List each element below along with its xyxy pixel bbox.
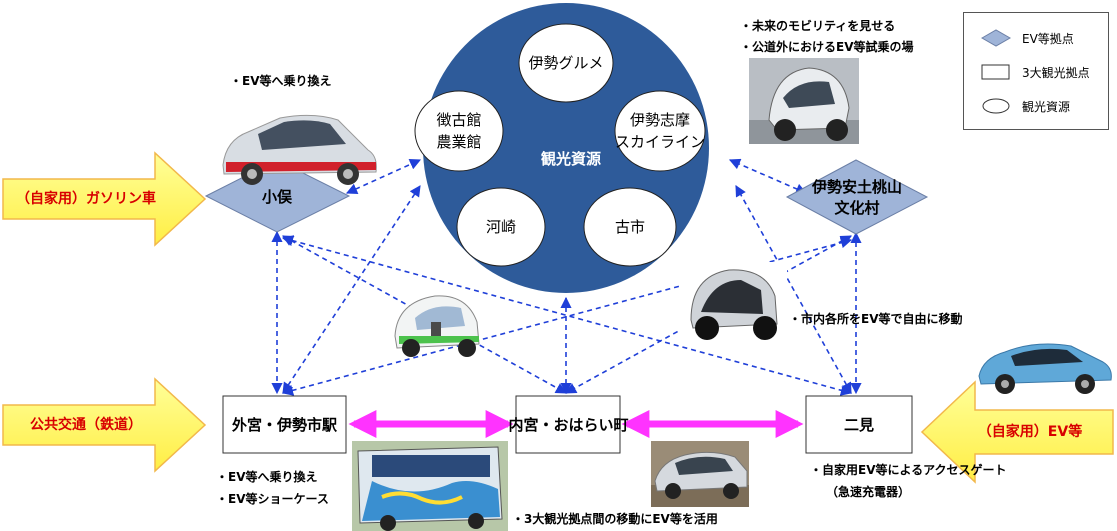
note-geku-showcase: ・EV等ショーケース — [216, 492, 329, 506]
rectangle-symbol-icon — [981, 64, 1010, 80]
legend-label: 3大観光拠点 — [1022, 66, 1090, 80]
resource-kawasaki-label: 河崎 — [485, 218, 516, 236]
arrow-public-label: 公共交通（鉄道） — [30, 416, 142, 433]
note-futami-charger: （急速充電器） — [826, 485, 911, 499]
node-bunkamura: 伊勢安土桃山 文化村 — [790, 176, 924, 220]
arrow-gasoline-label: （自家用）ガソリン車 — [16, 190, 156, 207]
node-bunkamura-line2: 文化村 — [834, 199, 880, 217]
resource-furuichi: 古市 — [584, 207, 676, 247]
node-bunkamura-line1: 伊勢安土桃山 — [811, 178, 902, 196]
node-naiku-label: 内宮・おはらい町 — [508, 415, 629, 434]
resource-ellipse-skyline — [614, 90, 706, 172]
resource-ellipse-choukokan — [414, 90, 504, 172]
car-image-coms — [394, 295, 480, 357]
car-image-leaf — [978, 343, 1112, 394]
resource-kawasaki: 河崎 — [457, 207, 545, 247]
resource-choukokan-line1: 徴古館 — [436, 111, 482, 129]
resource-furuichi-label: 古市 — [614, 218, 645, 236]
resource-skyline-line2: スカイライン — [614, 133, 705, 151]
hub-naiku-box — [515, 395, 621, 454]
legend-item-main-hub: 3大観光拠点 — [964, 60, 1110, 86]
resource-gourmet-label: 伊勢グルメ — [528, 54, 604, 72]
legend-label: EV等拠点 — [1022, 32, 1074, 46]
note-hubs-move: ・3大観光拠点間の移動にEV等を活用 — [512, 512, 718, 526]
node-geku-label: 外宮・伊勢市駅 — [231, 415, 337, 434]
note-city-move: ・市内各所をEV等で自由に移動 — [789, 312, 963, 326]
legend: EV等拠点 3大観光拠点 観光資源 — [963, 12, 1109, 130]
legend-label: 観光資源 — [1022, 100, 1071, 114]
arrow-gasoline — [2, 151, 207, 247]
resource-gourmet: 伊勢グルメ — [519, 43, 613, 83]
car-image-mitsubishi — [222, 114, 377, 185]
ev-hub-bunkamura-diamond — [785, 159, 929, 235]
hub-futami-box — [805, 395, 913, 454]
diamond-symbol-icon — [981, 29, 1011, 47]
note-geku-transfer: ・EV等へ乗り換え — [216, 470, 318, 484]
resource-skyline: 伊勢志摩 スカイライン — [612, 108, 708, 154]
car-image-bus — [352, 441, 508, 531]
hub-geku-box — [222, 395, 347, 454]
note-obata-transfer: ・EV等へ乗り換え — [230, 74, 332, 88]
arrow-ev-private — [920, 380, 1114, 484]
note-offroad-trial: ・公道外におけるEV等試乗の場 — [740, 40, 914, 54]
resource-choukokan: 徴古館 農業館 — [415, 108, 503, 154]
arrow-ev-private-label: （自家用）EV等 — [977, 423, 1083, 440]
node-futami-label: 二見 — [843, 415, 874, 434]
car-image-prius — [651, 441, 749, 507]
resource-skyline-line1: 伊勢志摩 — [629, 111, 690, 129]
legend-item-ev-hub: EV等拠点 — [964, 26, 1110, 52]
ellipse-symbol-icon — [982, 98, 1010, 114]
car-image-newmobility — [679, 262, 787, 344]
note-future-mobility: ・未来のモビリティを見せる — [740, 19, 896, 33]
resource-choukokan-line2: 農業館 — [436, 133, 482, 151]
car-image-iroad — [749, 58, 859, 144]
legend-item-resource: 観光資源 — [964, 94, 1110, 120]
arrow-public — [2, 377, 207, 473]
node-obata-label: 小俣 — [261, 187, 292, 206]
resource-ellipse-gourmet — [518, 23, 614, 103]
central-label: 観光資源 — [540, 150, 601, 168]
note-futami-gate: ・自家用EV等によるアクセスゲート — [810, 463, 1007, 477]
